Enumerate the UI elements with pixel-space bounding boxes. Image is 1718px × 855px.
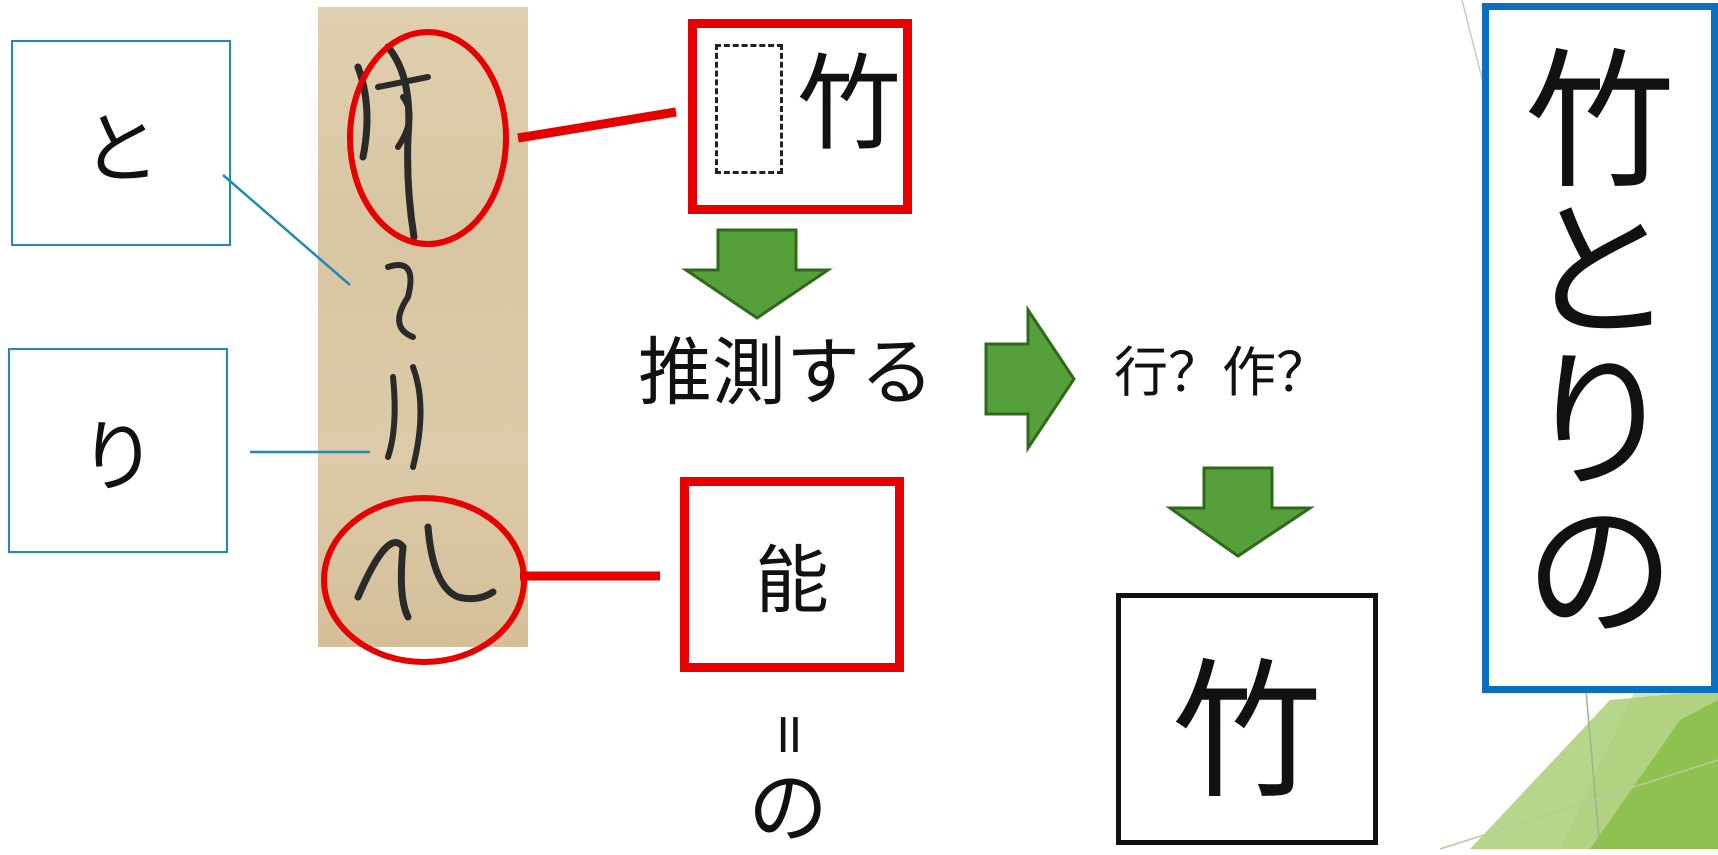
manuscript-calligraphy xyxy=(354,43,497,621)
arrow-down-icon xyxy=(681,228,833,320)
title-char-2: と xyxy=(1524,186,1675,360)
arrow-right-icon xyxy=(984,305,1076,453)
title-box: 竹 と り の xyxy=(1482,3,1718,693)
no-label: の xyxy=(748,762,828,855)
circle-top-highlight xyxy=(347,29,509,247)
equals-sign: ॥ xyxy=(770,701,804,766)
suisoku-label: 推測する xyxy=(638,330,934,416)
to-label: と xyxy=(81,105,160,195)
ri-box: り xyxy=(8,348,228,553)
missing-part-placeholder xyxy=(715,44,783,174)
answer-label: 竹 xyxy=(1171,645,1322,820)
title-char-1: 竹 xyxy=(1524,36,1675,210)
answer-box: 竹 xyxy=(1116,593,1378,845)
arrow-down-icon-2 xyxy=(1165,466,1315,558)
nou-label: 能 xyxy=(755,538,829,624)
partial-char-box: 竹 xyxy=(688,19,912,214)
title-char-3: り xyxy=(1524,336,1675,510)
title-char-4: の xyxy=(1524,486,1675,660)
to-box: と xyxy=(11,40,231,246)
partial-char-label: 竹 xyxy=(797,43,902,165)
nou-box: 能 xyxy=(680,477,904,672)
ri-label: り xyxy=(78,412,157,503)
candidates-label: 行？作？ xyxy=(1114,341,1330,404)
